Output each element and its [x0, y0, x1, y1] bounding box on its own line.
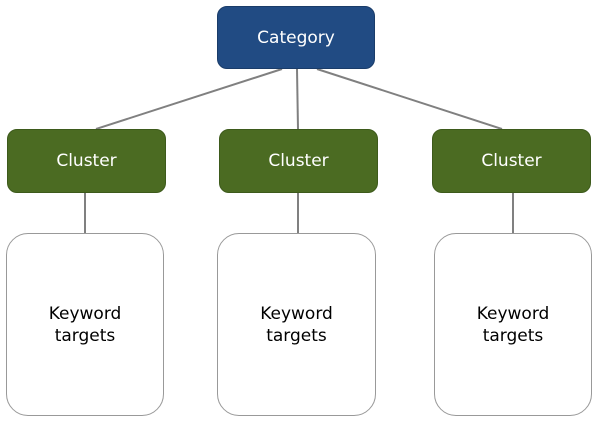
- cluster-node-3: Cluster: [432, 129, 591, 193]
- keyword-targets-line2-2: targets: [266, 325, 327, 346]
- connector-category-cluster-1: [95, 68, 283, 130]
- cluster-label-1: Cluster: [56, 151, 117, 171]
- cluster-label-2: Cluster: [268, 151, 329, 171]
- cluster-node-2: Cluster: [219, 129, 378, 193]
- connector-category-cluster-2: [296, 68, 299, 130]
- keyword-targets-box-2: Keyword targets: [217, 233, 376, 416]
- keyword-targets-line1-1: Keyword: [48, 303, 122, 324]
- keyword-targets-line2-3: targets: [482, 325, 544, 346]
- category-label: Category: [257, 27, 335, 48]
- keyword-targets-line1-3: Keyword: [476, 303, 550, 324]
- keyword-targets-box-1: Keyword targets: [6, 233, 164, 416]
- connector-category-cluster-3: [316, 68, 503, 130]
- cluster-label-3: Cluster: [481, 151, 542, 171]
- keyword-targets-line1-2: Keyword: [260, 303, 333, 324]
- category-node: Category: [217, 6, 375, 69]
- keyword-targets-line2-1: targets: [54, 325, 116, 346]
- keyword-targets-box-3: Keyword targets: [434, 233, 592, 416]
- cluster-node-1: Cluster: [7, 129, 166, 193]
